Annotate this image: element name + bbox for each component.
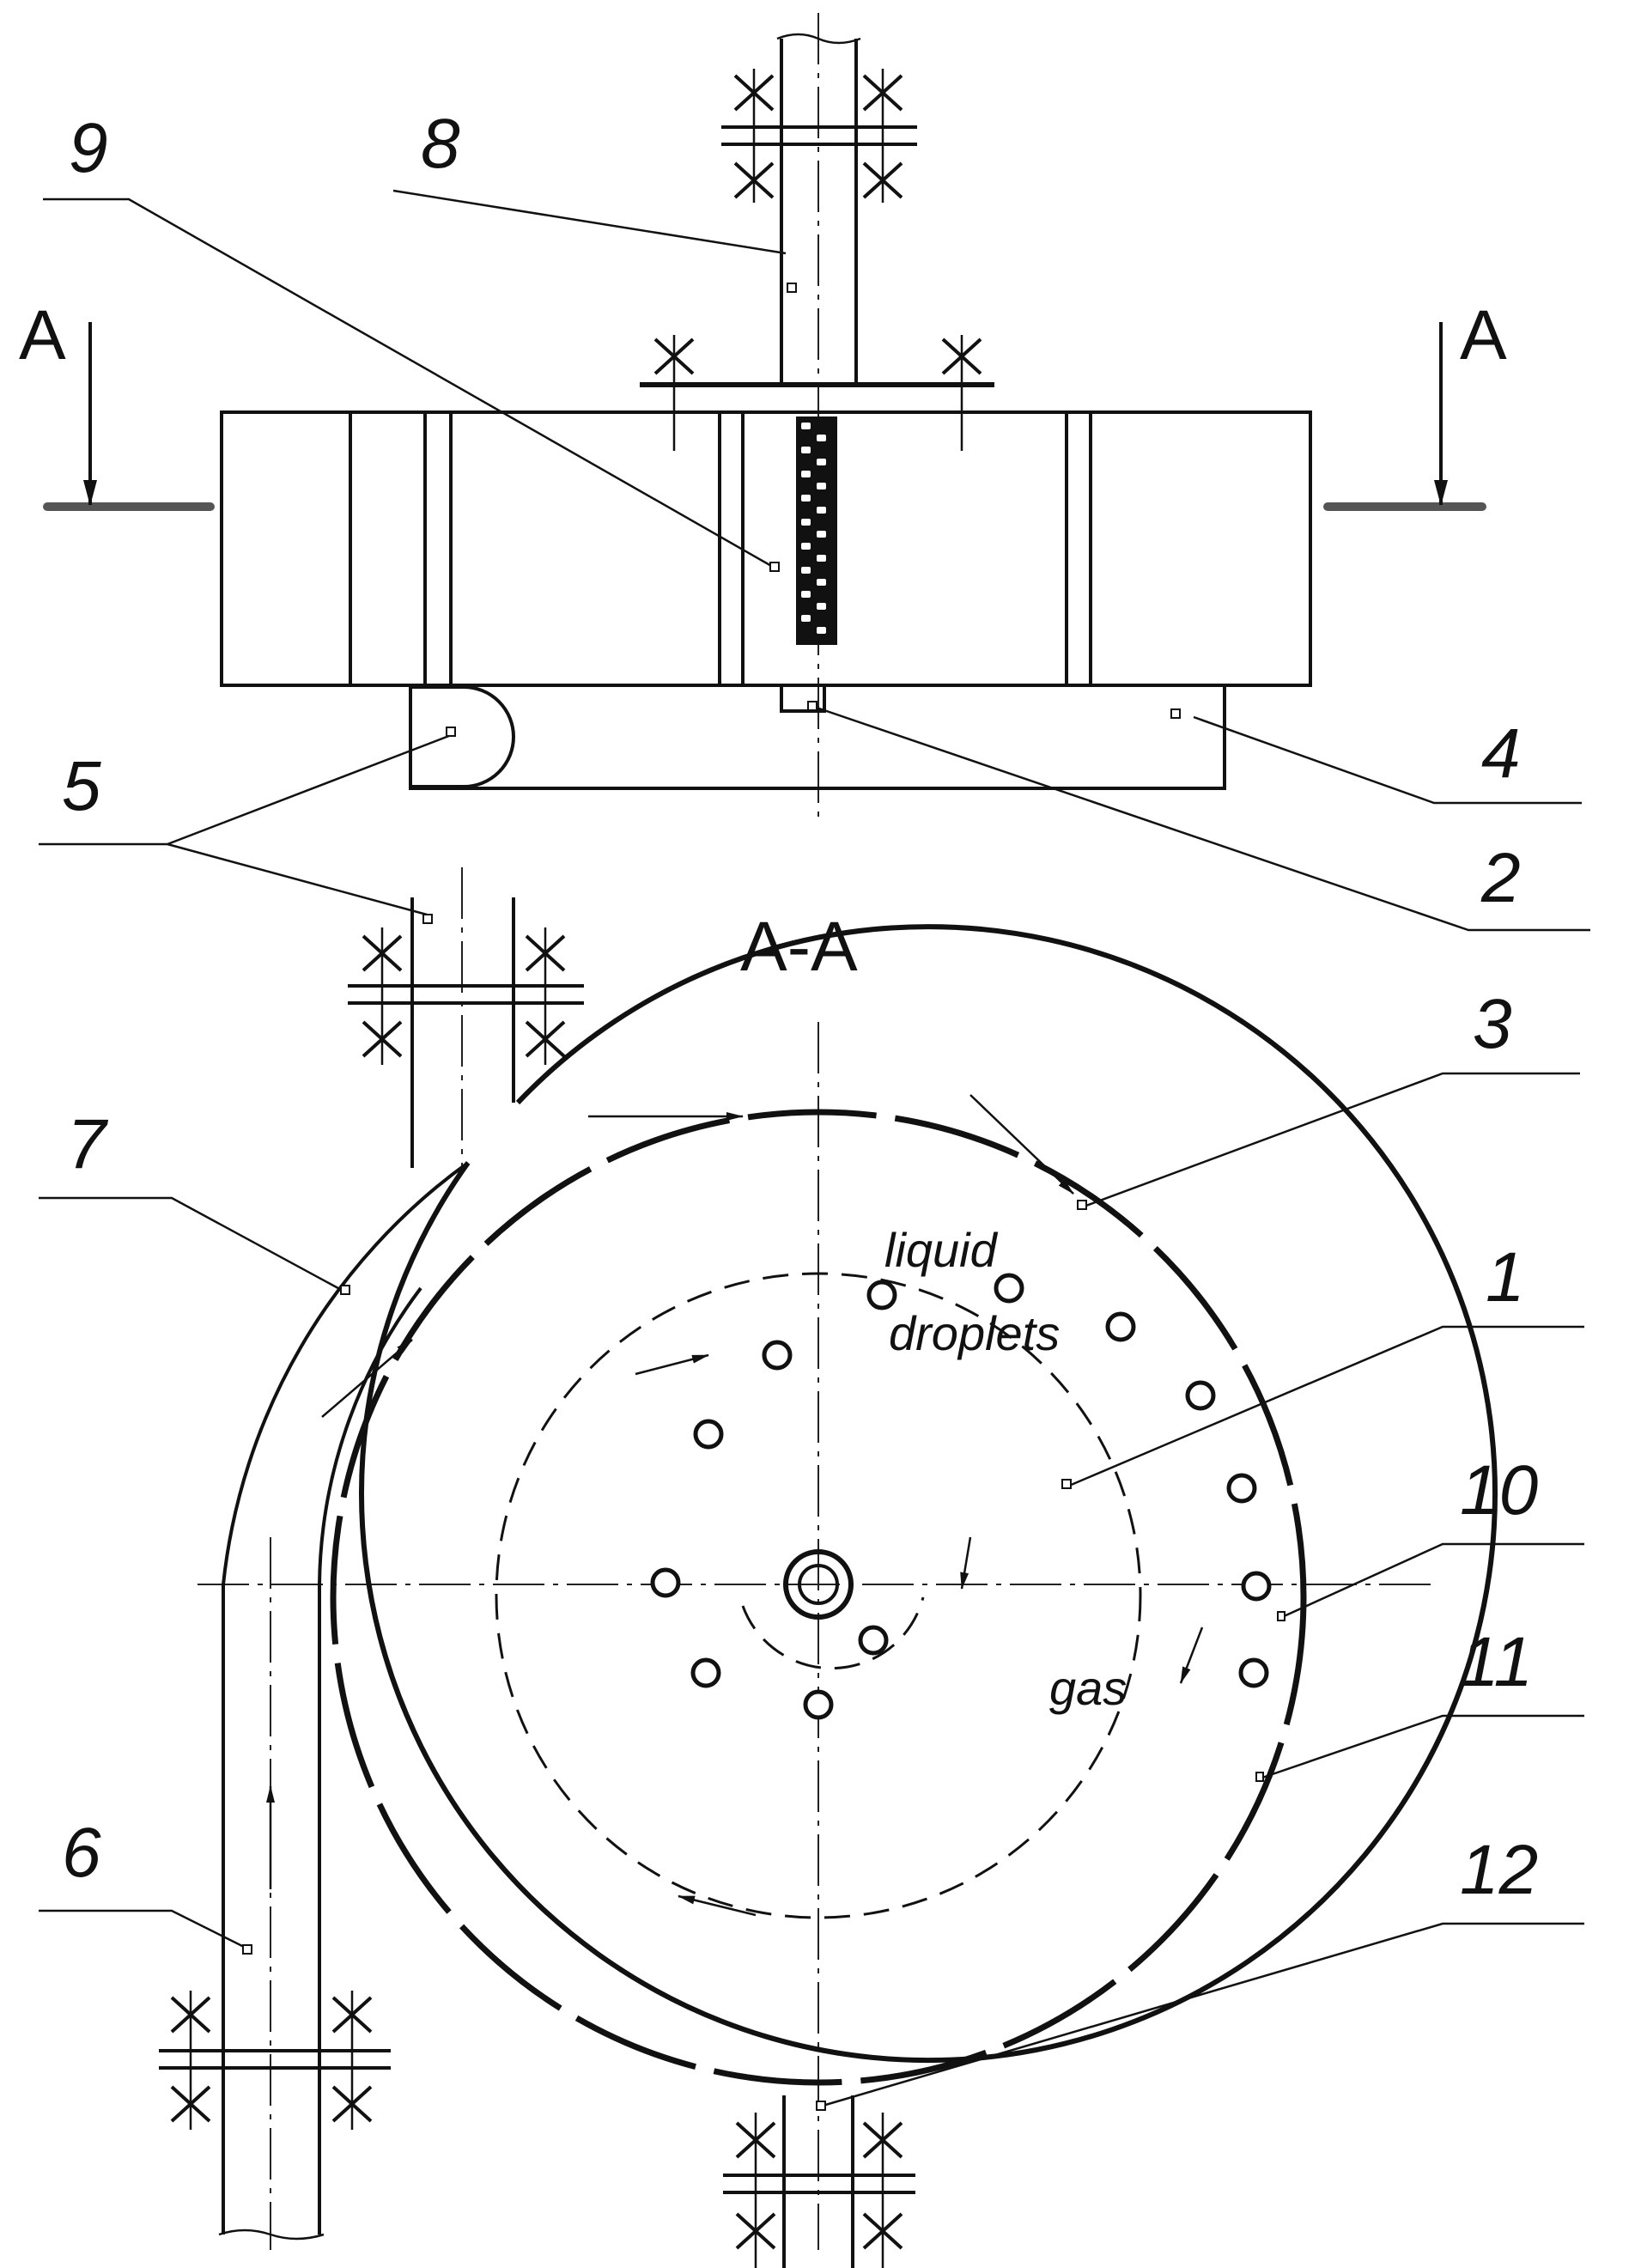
inner-vortex-path: [741, 1596, 925, 1670]
inlet-pipe-6: [159, 1584, 391, 2241]
central-outlet-outer: [783, 1549, 854, 1620]
label-9: 9: [69, 109, 108, 187]
outer-shell: [359, 924, 1498, 2064]
separator-body: [220, 410, 1312, 687]
cover-plate: [640, 335, 994, 451]
liquid-droplets: [650, 1273, 1272, 1720]
label-11: 11: [1460, 1623, 1533, 1701]
label-6: 6: [62, 1814, 101, 1892]
leader-12: [822, 1922, 1584, 2107]
leader-4: [1193, 715, 1582, 805]
leader-markers: [242, 283, 1285, 2111]
collector-4: [409, 684, 1226, 790]
label-10: 10: [1460, 1451, 1538, 1529]
leader-9: [43, 198, 774, 569]
flow-arrows: [266, 1094, 1204, 1917]
gas-vortex-path: [495, 1272, 1142, 1919]
inlet-channel-7-inner: [318, 1286, 422, 1585]
section-view: A-A: [159, 867, 1498, 2268]
perforated-wall: [330, 1109, 1307, 2086]
packing-hole: [817, 627, 826, 634]
section-line-left: [43, 322, 215, 511]
label-12: 12: [1460, 1831, 1538, 1909]
leader-lines: [39, 189, 1590, 2107]
packing-hole: [817, 579, 826, 586]
leader-7: [39, 1196, 347, 1294]
leader-1: [1068, 1325, 1584, 1487]
label-7: 7: [67, 1105, 109, 1183]
packing-hole: [817, 531, 826, 538]
label-5: 5: [62, 747, 101, 825]
leader-5b: [167, 842, 428, 916]
packing-hole: [801, 615, 811, 622]
packing-hole: [801, 423, 811, 429]
packing-hole: [817, 507, 826, 514]
section-title: A-A: [740, 908, 858, 986]
section-mark-right: A: [1460, 296, 1507, 374]
packing-holes: [801, 423, 826, 634]
leader-6: [39, 1909, 250, 1951]
packing-hole: [801, 495, 811, 502]
packing-element-9: [796, 417, 837, 645]
packing-hole: [801, 567, 811, 574]
packing-hole: [801, 591, 811, 598]
label-8: 8: [421, 105, 460, 183]
packing-hole: [817, 435, 826, 441]
annotation-droplets: droplets: [889, 1306, 1060, 1360]
leader-8: [392, 189, 787, 255]
section-mark-left: A: [19, 296, 66, 374]
leader-3: [1083, 1072, 1580, 1208]
outlet-pipe-8: [721, 33, 917, 382]
packing-hole: [817, 483, 826, 489]
label-4: 4: [1481, 714, 1521, 793]
packing-hole: [817, 459, 826, 465]
leader-10: [1281, 1542, 1584, 1619]
leader-11: [1261, 1714, 1584, 1779]
annotation-liquid: liquid: [884, 1223, 999, 1277]
part-labels: 9 8 4 5 2 3 7 1 10 11 6 12: [62, 105, 1538, 1909]
central-outlet-inner: [798, 1564, 839, 1605]
inlet-channel-7-outer: [222, 1161, 470, 1585]
packing-hole: [817, 603, 826, 610]
label-2: 2: [1480, 839, 1521, 917]
inlet-pipe-5: [348, 897, 584, 1168]
outlet-pipe-12: [723, 2095, 915, 2268]
flange-bolts-8: [733, 69, 903, 203]
section-line-right: [1323, 322, 1486, 511]
packing-hole: [801, 447, 811, 453]
leader-2: [813, 705, 1590, 932]
packing-hole: [801, 471, 811, 477]
packing-hole: [801, 519, 811, 526]
label-1: 1: [1486, 1238, 1525, 1316]
packing-hole: [817, 555, 826, 562]
packing-hole: [801, 543, 811, 550]
annotation-gas: gas: [1049, 1661, 1127, 1715]
label-3: 3: [1473, 985, 1512, 1063]
front-view: A A: [19, 13, 1507, 824]
